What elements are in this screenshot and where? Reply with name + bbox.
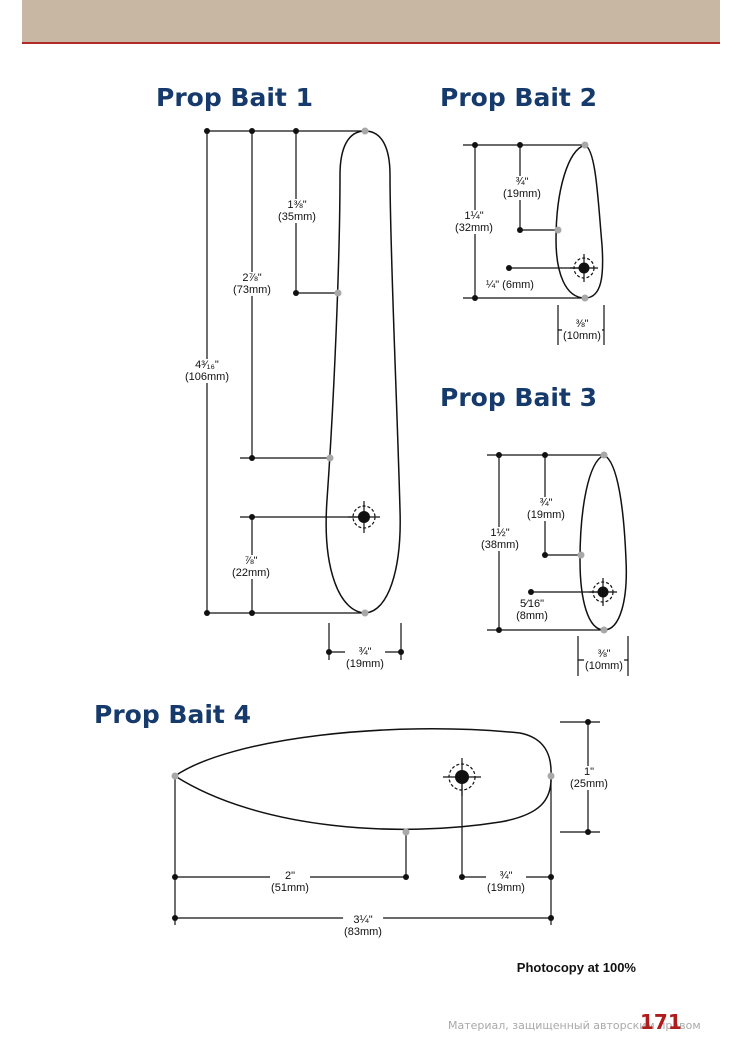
dimension-label: ⅜"(10mm) xyxy=(584,648,624,672)
dimension-label: ¾"(19mm) xyxy=(345,646,385,670)
dimension-label: ¾"(19mm) xyxy=(502,176,542,200)
dimension-label: 2"(51mm) xyxy=(270,870,310,894)
page-number: 171 xyxy=(640,1010,682,1034)
dimension-label: 1½"(38mm) xyxy=(480,527,520,551)
eye-target-icon xyxy=(570,254,598,282)
dimension-label: 2⅞"(73mm) xyxy=(232,272,272,296)
dimension-label: ⅞"(22mm) xyxy=(231,555,271,579)
dimension-label: ⅜"(10mm) xyxy=(562,318,602,342)
dimension-label: 4³⁄₁₆"(106mm) xyxy=(183,359,231,383)
header-bar xyxy=(22,0,720,44)
prop-bait-1-drawing xyxy=(204,127,404,660)
prop-bait-2-drawing xyxy=(463,141,605,345)
prop-bait-3-title: Prop Bait 3 xyxy=(440,383,597,412)
dimension-label: ¾"(19mm) xyxy=(486,870,526,894)
eye-target-icon xyxy=(589,578,617,606)
prop-bait-4-drawing xyxy=(171,719,600,925)
dimension-label: ¾"(19mm) xyxy=(526,497,566,521)
dimension-label: 3¼"(83mm) xyxy=(343,914,383,938)
eye-target-icon xyxy=(348,501,380,533)
prop-bait-3-drawing xyxy=(487,451,629,676)
eye-target-icon xyxy=(443,758,481,796)
prop-bait-1-title: Prop Bait 1 xyxy=(156,83,313,112)
dimension-label: 1⅜"(35mm) xyxy=(277,199,317,223)
copyright-watermark: Материал, защищенный авторским правом xyxy=(448,1019,701,1032)
dimension-label: ¼" (6mm) xyxy=(485,279,535,291)
prop-bait-4-title: Prop Bait 4 xyxy=(94,700,251,729)
dimension-label: 1"(25mm) xyxy=(569,766,609,790)
dimension-label: 1¼"(32mm) xyxy=(454,210,494,234)
prop-bait-2-title: Prop Bait 2 xyxy=(440,83,597,112)
photocopy-note: Photocopy at 100% xyxy=(516,960,636,975)
dimension-label: 5⁄16"(8mm) xyxy=(515,598,549,622)
